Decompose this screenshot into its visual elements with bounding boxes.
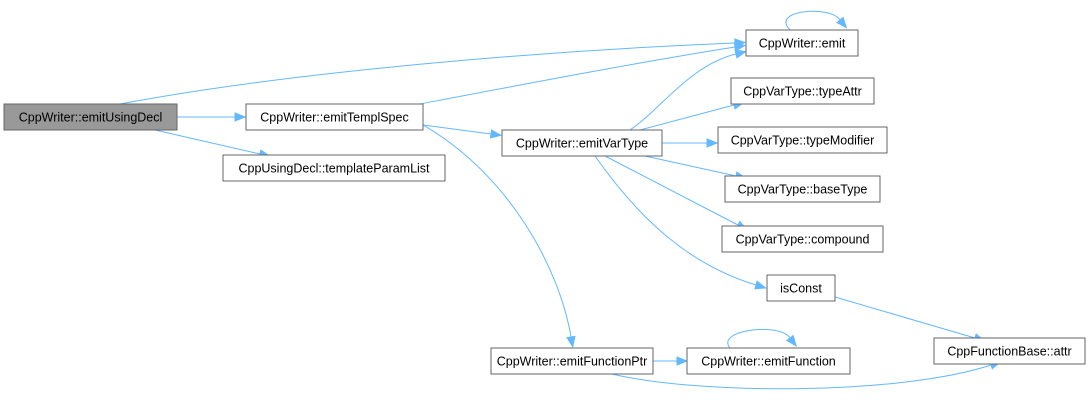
node-emitVarType[interactable]: CppWriter::emitVarType <box>501 129 663 157</box>
edge-arrowhead <box>489 129 503 139</box>
edge-arrowhead <box>706 138 719 148</box>
edge-line <box>785 10 841 31</box>
node-box <box>745 29 859 57</box>
node-box <box>717 126 888 154</box>
edge-emitTemplSpec-to-emit <box>419 42 747 105</box>
node-emitFunctionPtr[interactable]: CppWriter::emitFunctionPtr <box>490 347 654 375</box>
edge-arrowhead <box>754 280 767 290</box>
node-box <box>501 129 663 157</box>
node-label: CppVarType::compound <box>736 233 870 247</box>
edge-arrowhead <box>785 334 797 347</box>
node-typeAttr[interactable]: CppVarType::typeAttr <box>730 77 875 105</box>
node-box <box>245 103 424 131</box>
edge-line <box>422 124 572 338</box>
node-attr[interactable]: CppFunctionBase::attr <box>933 337 1086 365</box>
node-emitUsingDecl: CppWriter::emitUsingDecl <box>3 103 178 131</box>
node-label: isConst <box>780 282 822 296</box>
edge-emitUsingDecl-to-emit <box>119 38 747 105</box>
edge-emit-to-emit <box>785 10 848 31</box>
edge-arrowhead <box>234 112 247 122</box>
edge-line <box>419 46 736 105</box>
node-label: CppWriter::emit <box>759 37 846 51</box>
edge-emitVarType-to-typeAttr <box>639 100 745 131</box>
edge-line <box>727 328 791 349</box>
edge-line <box>422 124 492 135</box>
edge-arrowhead <box>734 49 748 59</box>
node-label: CppWriter::emitUsingDecl <box>19 111 163 125</box>
node-box <box>490 347 654 375</box>
node-label: CppWriter::emitFunction <box>701 355 836 369</box>
edge-line <box>834 296 976 339</box>
edge-arrowhead <box>676 356 689 366</box>
node-box <box>933 337 1086 365</box>
node-baseType[interactable]: CppVarType::baseType <box>724 175 881 203</box>
edge-line <box>119 42 736 105</box>
node-box <box>686 347 851 375</box>
node-typeModifier[interactable]: CppVarType::typeModifier <box>717 126 888 154</box>
node-label: CppVarType::typeModifier <box>731 134 875 148</box>
edge-emitVarType-to-isConst <box>594 155 767 290</box>
node-label: CppUsingDecl::templateParamList <box>238 162 430 176</box>
node-box <box>222 154 446 182</box>
edge-emitTemplSpec-to-emitVarType <box>422 124 503 139</box>
edge-line <box>629 53 737 131</box>
node-label: CppVarType::baseType <box>738 183 868 197</box>
edge-arrowhead <box>733 42 747 52</box>
edge-emitFunctionPtr-to-emitFunction <box>653 356 689 366</box>
node-label: CppWriter::emitVarType <box>516 137 648 151</box>
node-box <box>724 175 881 203</box>
edge-emitFunction-to-emitFunction <box>727 328 797 349</box>
node-box <box>730 77 875 105</box>
node-isConst[interactable]: isConst <box>766 274 836 302</box>
edge-line <box>639 104 735 131</box>
edge-emitVarType-to-typeModifier <box>662 138 719 148</box>
edge-arrowhead <box>566 335 576 349</box>
node-templateParamList[interactable]: CppUsingDecl::templateParamList <box>222 154 446 182</box>
edge-emitVarType-to-emit <box>629 49 748 131</box>
edge-emitUsingDecl-to-templateParamList <box>154 129 272 159</box>
edge-line <box>611 364 992 390</box>
edge-line <box>594 155 757 286</box>
node-compound[interactable]: CppVarType::compound <box>721 225 884 253</box>
edge-line <box>154 129 261 155</box>
node-box <box>3 103 178 131</box>
node-label: CppWriter::emitTemplSpec <box>260 111 408 125</box>
edge-arrowhead <box>836 16 848 29</box>
node-emitTemplSpec[interactable]: CppWriter::emitTemplSpec <box>245 103 424 131</box>
node-label: CppVarType::typeAttr <box>743 85 862 99</box>
edge-isConst-to-attr <box>834 296 986 343</box>
node-emit[interactable]: CppWriter::emit <box>745 29 859 57</box>
node-box <box>721 225 884 253</box>
node-box <box>766 274 836 302</box>
node-label: CppFunctionBase::attr <box>947 345 1071 359</box>
edge-line <box>644 155 737 177</box>
node-label: CppWriter::emitFunctionPtr <box>497 355 648 369</box>
edge-emitTemplSpec-to-emitFunctionPtr <box>422 124 576 349</box>
node-emitFunction[interactable]: CppWriter::emitFunction <box>686 347 851 375</box>
edge-line <box>604 155 739 226</box>
edge-emitUsingDecl-to-emitTemplSpec <box>177 112 247 122</box>
